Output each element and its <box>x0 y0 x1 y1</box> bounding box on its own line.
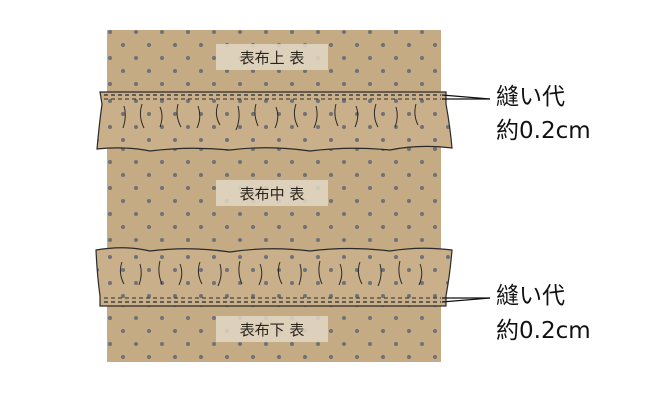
annotation-bottom-line2: 約0.2cm <box>496 318 591 344</box>
middle-panel-label: 表布中 表 <box>240 185 305 203</box>
gather-marks-bottom <box>119 260 423 287</box>
annotation-top-line1: 縫い代 <box>496 84 565 110</box>
ruffle-top <box>96 91 453 152</box>
annotation-top-line2: 約0.2cm <box>496 118 591 144</box>
gather-marks-top <box>122 103 419 131</box>
leader-top <box>441 94 491 100</box>
leader-bottom <box>441 297 491 303</box>
top-panel-label: 表布上 表 <box>240 49 305 67</box>
ruffle-bottom <box>95 247 453 307</box>
label-bg-bottom <box>216 316 328 342</box>
label-bg-top <box>216 44 328 70</box>
annotation-bottom-line1: 縫い代 <box>496 283 565 309</box>
label-bg-middle <box>216 180 328 206</box>
bottom-panel-label: 表布下 表 <box>240 321 305 339</box>
